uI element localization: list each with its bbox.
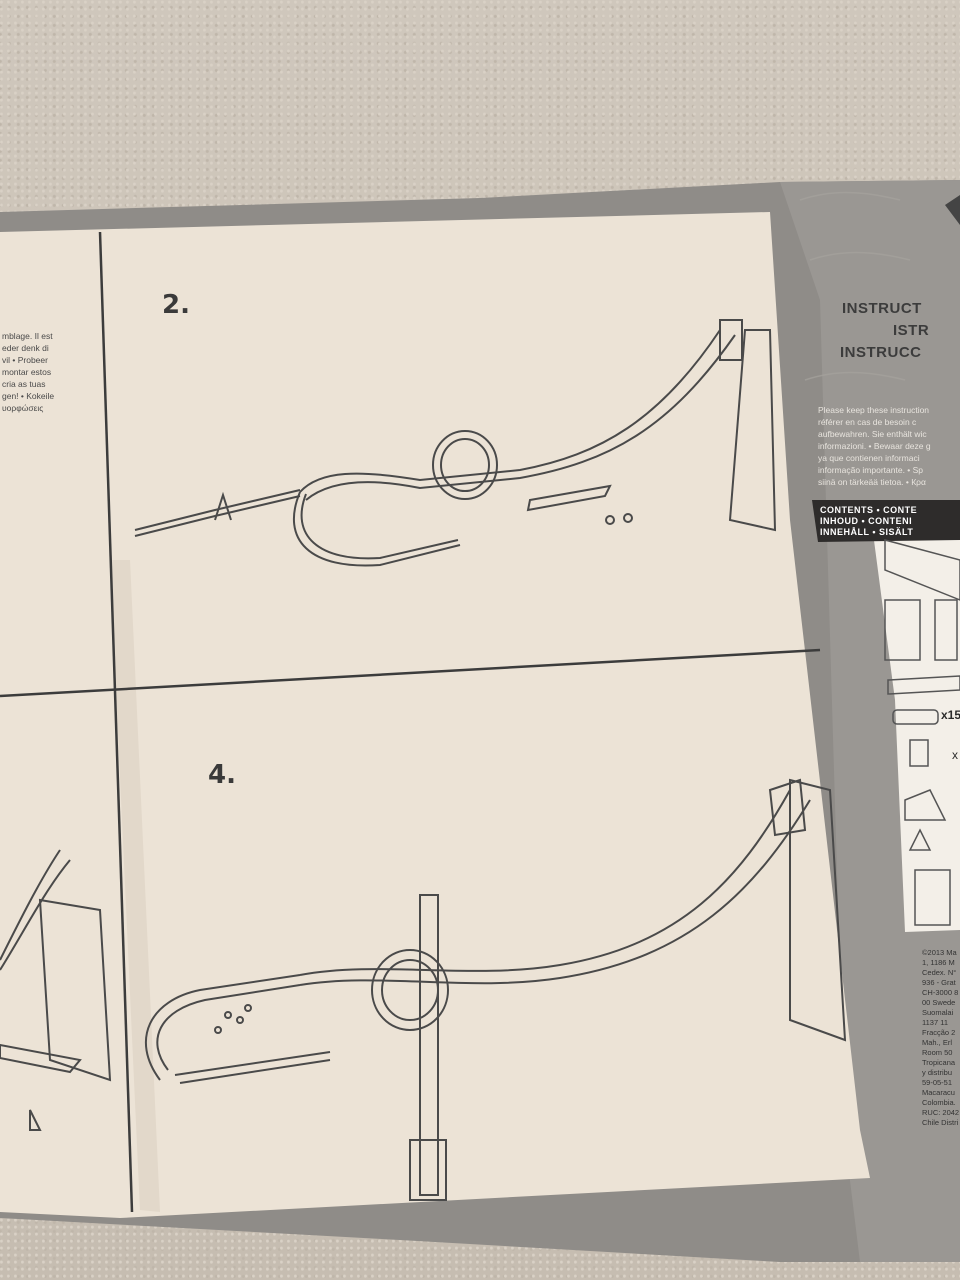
step-4-number: 4. xyxy=(208,760,236,790)
left-text-line: montar estos xyxy=(2,367,52,377)
contents-items xyxy=(884,539,960,926)
legal-line: Mah., Erl xyxy=(922,1038,953,1047)
vertical-divider xyxy=(98,231,134,1213)
legal-line: ©2013 Ma xyxy=(922,948,957,957)
notice-line: aufbewahren. Sie enthält wic xyxy=(818,429,927,439)
quantity-label: x15 xyxy=(941,708,960,722)
legal-line: 1, 1186 M xyxy=(922,958,955,967)
notice-line: référer en cas de besoin c xyxy=(818,417,917,427)
contents-header: CONTENTS • CONTE INHOUD • CONTENI INNEHÅ… xyxy=(820,505,917,538)
notice-line: informação importante. • Sp xyxy=(818,465,924,475)
legal-line: Suomalai xyxy=(922,1008,954,1017)
left-text-line: υορφώσεις xyxy=(2,403,44,413)
left-text-block: mblage. Il est eder denk di vil • Probee… xyxy=(2,330,54,414)
contents-label: INNEHÅLL • SISÄLT xyxy=(820,527,914,537)
step-2-number: 2. xyxy=(162,290,190,320)
flame-logo-icon xyxy=(945,195,960,225)
left-text-line: eder denk di xyxy=(2,343,49,353)
header-line-2: ISTR xyxy=(893,322,930,339)
horizontal-divider xyxy=(0,648,821,698)
header-line-1: INSTRUCT xyxy=(842,300,922,317)
legal-line: 00 Swede xyxy=(922,998,956,1007)
left-text-line: gen! • Kokeile xyxy=(2,391,55,401)
legal-line: Tropicana xyxy=(922,1058,956,1067)
notice-line: Please keep these instruction xyxy=(818,405,930,415)
legal-line: CH-3000 8 xyxy=(922,988,959,997)
header-line-3: INSTRUCC xyxy=(840,344,922,361)
right-instruction-panel xyxy=(780,180,960,1262)
notice-line: siinä on tärkeää tietoa. • Кρα xyxy=(818,477,926,487)
notice-line: informazioni. • Bewaar deze g xyxy=(818,441,931,451)
legal-line: Chile Distri xyxy=(922,1118,959,1127)
step4-track-diagram xyxy=(144,778,847,1201)
legal-line: 1137 11 xyxy=(922,1018,948,1027)
left-text-line: mblage. Il est xyxy=(2,331,53,341)
paper-area xyxy=(0,212,870,1218)
fold-shading xyxy=(110,560,160,1212)
legal-line: Colombia. xyxy=(922,1098,956,1107)
legal-line: Room 50 xyxy=(922,1048,953,1057)
hot-wheels-watermark xyxy=(799,191,911,381)
legal-text-block: ©2013 Ma 1, 1186 M Cedex. N° 936 - Grat … xyxy=(922,948,959,1128)
left-text-line: cria as tuas xyxy=(2,379,46,389)
legal-line: y distribu xyxy=(922,1068,953,1077)
legal-line: Fracção 2 xyxy=(922,1028,956,1037)
left-text-line: vil • Probeer xyxy=(2,355,48,365)
legal-line: 59-05-51 xyxy=(922,1078,953,1087)
legal-line: Macaracu xyxy=(922,1088,955,1097)
legal-line: RUC: 2042 xyxy=(922,1108,960,1117)
contents-label: CONTENTS • CONTE xyxy=(820,505,918,515)
quantity-label-2: x xyxy=(952,748,958,762)
step2-track-diagram xyxy=(134,319,777,567)
contents-label: INHOUD • CONTENI xyxy=(820,516,913,526)
step3-partial-diagram xyxy=(0,849,112,1131)
legal-line: 936 - Grat xyxy=(922,978,956,987)
contents-box xyxy=(870,510,960,932)
instruction-notice: Please keep these instruction référer en… xyxy=(818,404,931,488)
notice-line: ya que contienen informaci xyxy=(818,453,920,463)
legal-line: Cedex. N° xyxy=(922,968,957,977)
contents-header-strip xyxy=(812,500,960,542)
